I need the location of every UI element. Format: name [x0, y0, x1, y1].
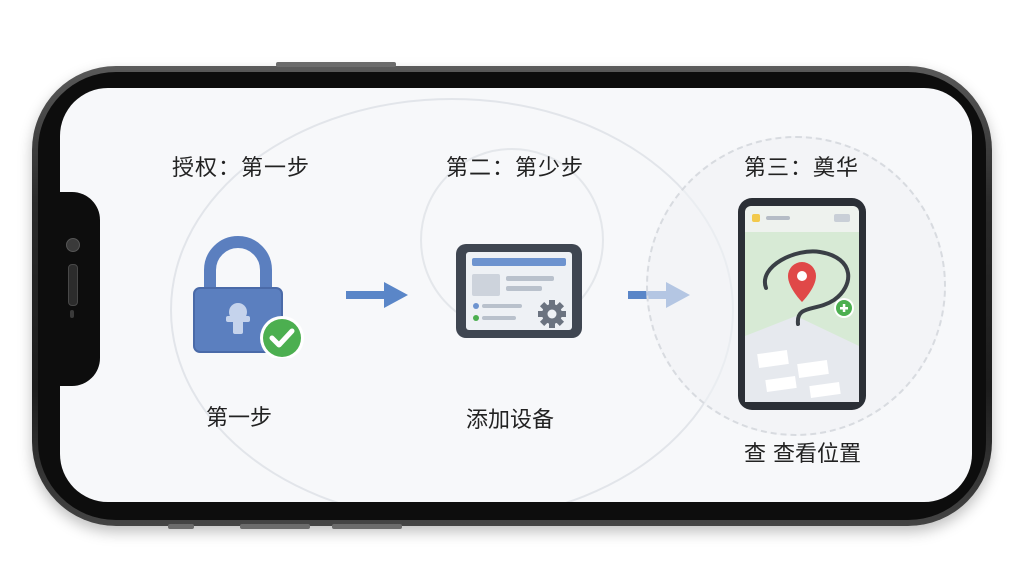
- step-1-title: 授权：第一步: [172, 156, 311, 181]
- device-settings-icon: [454, 242, 584, 340]
- step-3-title: 第三：奠华: [744, 156, 860, 181]
- bottom-button-1: [168, 524, 194, 529]
- speaker-icon: [68, 264, 78, 306]
- camera-icon: [66, 238, 80, 252]
- bottom-button-2: [240, 524, 310, 529]
- phone-map-location-icon: [736, 196, 872, 414]
- step-2-title: 第二：第少步: [446, 156, 585, 181]
- step-1-label: 第一步: [206, 406, 273, 431]
- arrow-right-icon: [346, 280, 410, 310]
- top-button: [276, 62, 396, 67]
- bottom-button-3: [332, 524, 402, 529]
- step-3-label: 查 查看位置: [744, 442, 861, 467]
- sensor-icon: [70, 310, 74, 318]
- lock-check-icon: [188, 228, 312, 360]
- step-2-label: 添加设备: [466, 408, 555, 433]
